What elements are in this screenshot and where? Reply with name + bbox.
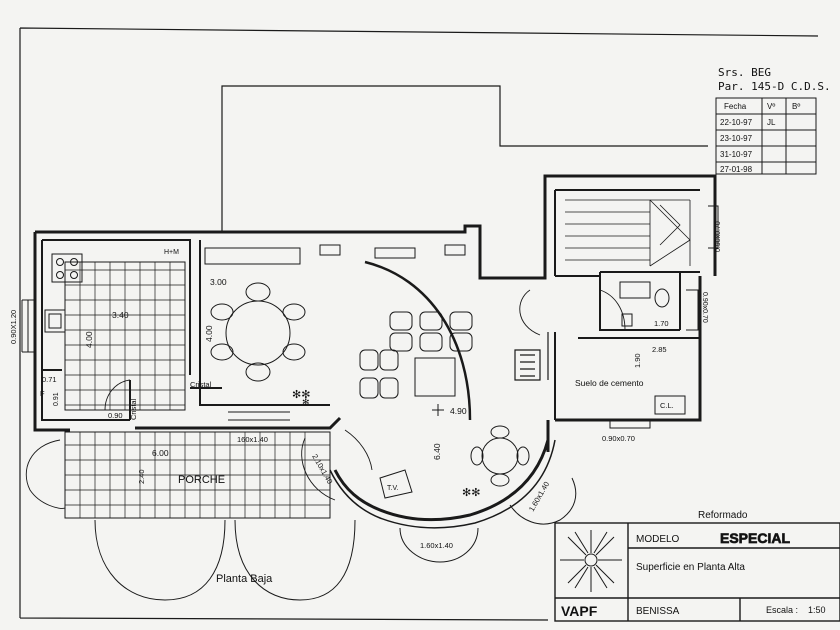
rev-row-1-fecha: 22-10-97 [720, 118, 753, 127]
label-living-3-00: 3.00 [210, 277, 227, 287]
logo-text: VAPF [561, 603, 598, 619]
sofa-set [359, 311, 473, 399]
escala-label: Escala : [766, 605, 798, 615]
label-f-0-71: 0.71 [42, 375, 57, 384]
revisions-table: Fecha Vº Bº 22-10-97 JL 23-10-97 31-10-9… [715, 97, 817, 175]
porch-tile-grid [64, 431, 331, 519]
label-window-160x1-40: 160x1.40 [237, 435, 268, 444]
plan-labels: 3.40 4.00 H+M 3.00 4.00 0.90X1.20 0.71 F… [9, 221, 722, 585]
interior-walls [41, 189, 700, 421]
label-window-0-90x0-70-b: 0.90x0.70 [701, 292, 708, 323]
tv-stand [379, 469, 413, 499]
svg-text:✻✻: ✻✻ [462, 487, 480, 499]
label-f-0-91: 0.91 [53, 392, 60, 406]
sheet-border [19, 27, 819, 621]
escala-value: 1:50 [808, 605, 826, 615]
center-mark [432, 404, 444, 416]
round-table [470, 425, 530, 487]
label-living-4-00: 4.00 [204, 325, 214, 342]
label-window-0-90x0-70-c: 0.90x0.70 [602, 434, 635, 443]
label-window-0-90x1-20: 0.90X1.20 [9, 310, 18, 344]
staircase [565, 199, 691, 267]
label-6-40: 6.40 [432, 443, 442, 460]
label-f: F [40, 389, 45, 398]
vapf-logo [560, 530, 622, 592]
upper-floor-outline [221, 85, 708, 232]
label-bath-1-70: 1.70 [654, 319, 669, 328]
cl-box [654, 395, 686, 415]
label-tv: T.V. [387, 485, 398, 492]
label-window-1-60x1-40-b: 1.60x1.40 [527, 480, 551, 513]
rev-header-bo: Bº [792, 102, 800, 111]
header-text: Srs. BEG Par. 145-D C.D.S. [718, 66, 831, 93]
rev-row-4-fecha: 27-01-98 [720, 165, 753, 174]
bathroom-fixtures [619, 281, 670, 327]
label-2-85: 2.85 [652, 345, 667, 354]
dining-set [210, 282, 306, 382]
kitchen-tile-grid [64, 261, 186, 411]
plant-marks: ✻✻ ✻ ✻✻ [292, 389, 480, 499]
label-window-2-10x1-40: 2.10x1.40 [310, 453, 334, 486]
rev-row-3-fecha: 31-10-97 [720, 150, 753, 159]
location-label: BENISSA [636, 606, 680, 617]
label-porche: PORCHE [178, 474, 225, 486]
modelo-value: ESPECIAL [720, 530, 790, 546]
label-6-00: 6.00 [152, 448, 169, 458]
label-1-90: 1.90 [633, 353, 642, 368]
fireplace [514, 332, 549, 381]
rev-header-fecha: Fecha [724, 102, 747, 111]
rev-header-vo: Vº [767, 102, 775, 111]
parcel-ref: Par. 145-D C.D.S. [718, 80, 831, 93]
label-4-90: 4.90 [450, 406, 467, 416]
label-window-0-90x0-70-a: 0.90x0.70 [715, 221, 722, 252]
label-window-1-60x1-40: 1.60x1.40 [420, 541, 453, 550]
label-2-40: 2.40 [137, 469, 146, 484]
title-block: Reformado VAPF MODELO ESPECIAL Superfici… [554, 510, 840, 622]
svg-text:✻: ✻ [302, 397, 310, 407]
label-planta-baja: Planta Baja [216, 573, 273, 585]
label-hm: H+M [164, 249, 179, 256]
modelo-label: MODELO [636, 534, 680, 545]
kitchen-fixtures [44, 244, 466, 333]
svg-text:✻✻: ✻✻ [292, 389, 310, 401]
door-swings [25, 289, 626, 509]
label-cristal-b: Cristal [129, 398, 138, 420]
label-cl: C.L. [660, 401, 674, 410]
reformado-label: Reformado [698, 510, 748, 521]
rev-row-2-fecha: 23-10-97 [720, 134, 753, 143]
label-0-90: 0.90 [108, 411, 123, 420]
superficie-label: Superficie en Planta Alta [636, 562, 745, 573]
label-kitchen-4-00: 4.00 [84, 331, 94, 348]
label-kitchen-3-40: 3.40 [112, 310, 129, 320]
exterior-walls [33, 174, 717, 452]
porch-arcs [94, 477, 577, 601]
label-cristal-a: Cristal [190, 380, 212, 389]
window-marks [21, 205, 719, 429]
label-suelo: Suelo de cemento [575, 378, 644, 388]
curved-facade [333, 439, 550, 522]
client-name: Srs. BEG [718, 66, 771, 79]
rev-row-1-vo: JL [767, 118, 776, 127]
